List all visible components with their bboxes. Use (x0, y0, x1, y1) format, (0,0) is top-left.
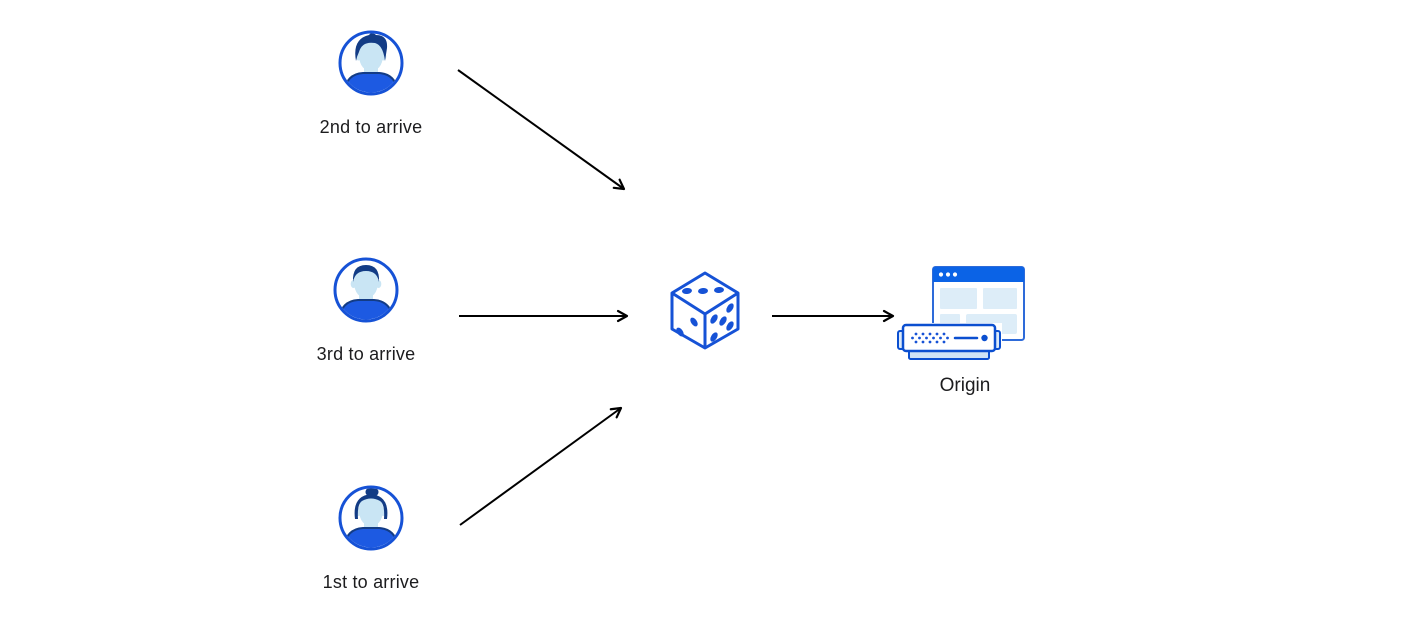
client-node-1st: 1st to arrive (296, 485, 446, 593)
client-label-3rd: 3rd to arrive (316, 344, 416, 364)
arrow-client-1st-to-dice (459, 406, 623, 526)
arrow-client-2nd-to-dice (457, 69, 626, 191)
client-label-1st: 1st to arrive (322, 572, 420, 592)
origin-server-icon (896, 323, 1002, 363)
user-avatar-swept-hair-icon (338, 30, 404, 96)
dice-icon (668, 271, 742, 350)
user-avatar-bun-hair-icon (338, 485, 404, 551)
client-node-2nd: 2nd to arrive (296, 30, 446, 138)
origin-node: Origin (890, 260, 1050, 410)
user-avatar-short-hair-icon (333, 257, 399, 323)
origin-label: Origin (939, 375, 991, 396)
server-led-dots (911, 332, 949, 344)
client-label-2nd: 2nd to arrive (319, 117, 423, 137)
client-node-3rd: 3rd to arrive (291, 257, 441, 365)
